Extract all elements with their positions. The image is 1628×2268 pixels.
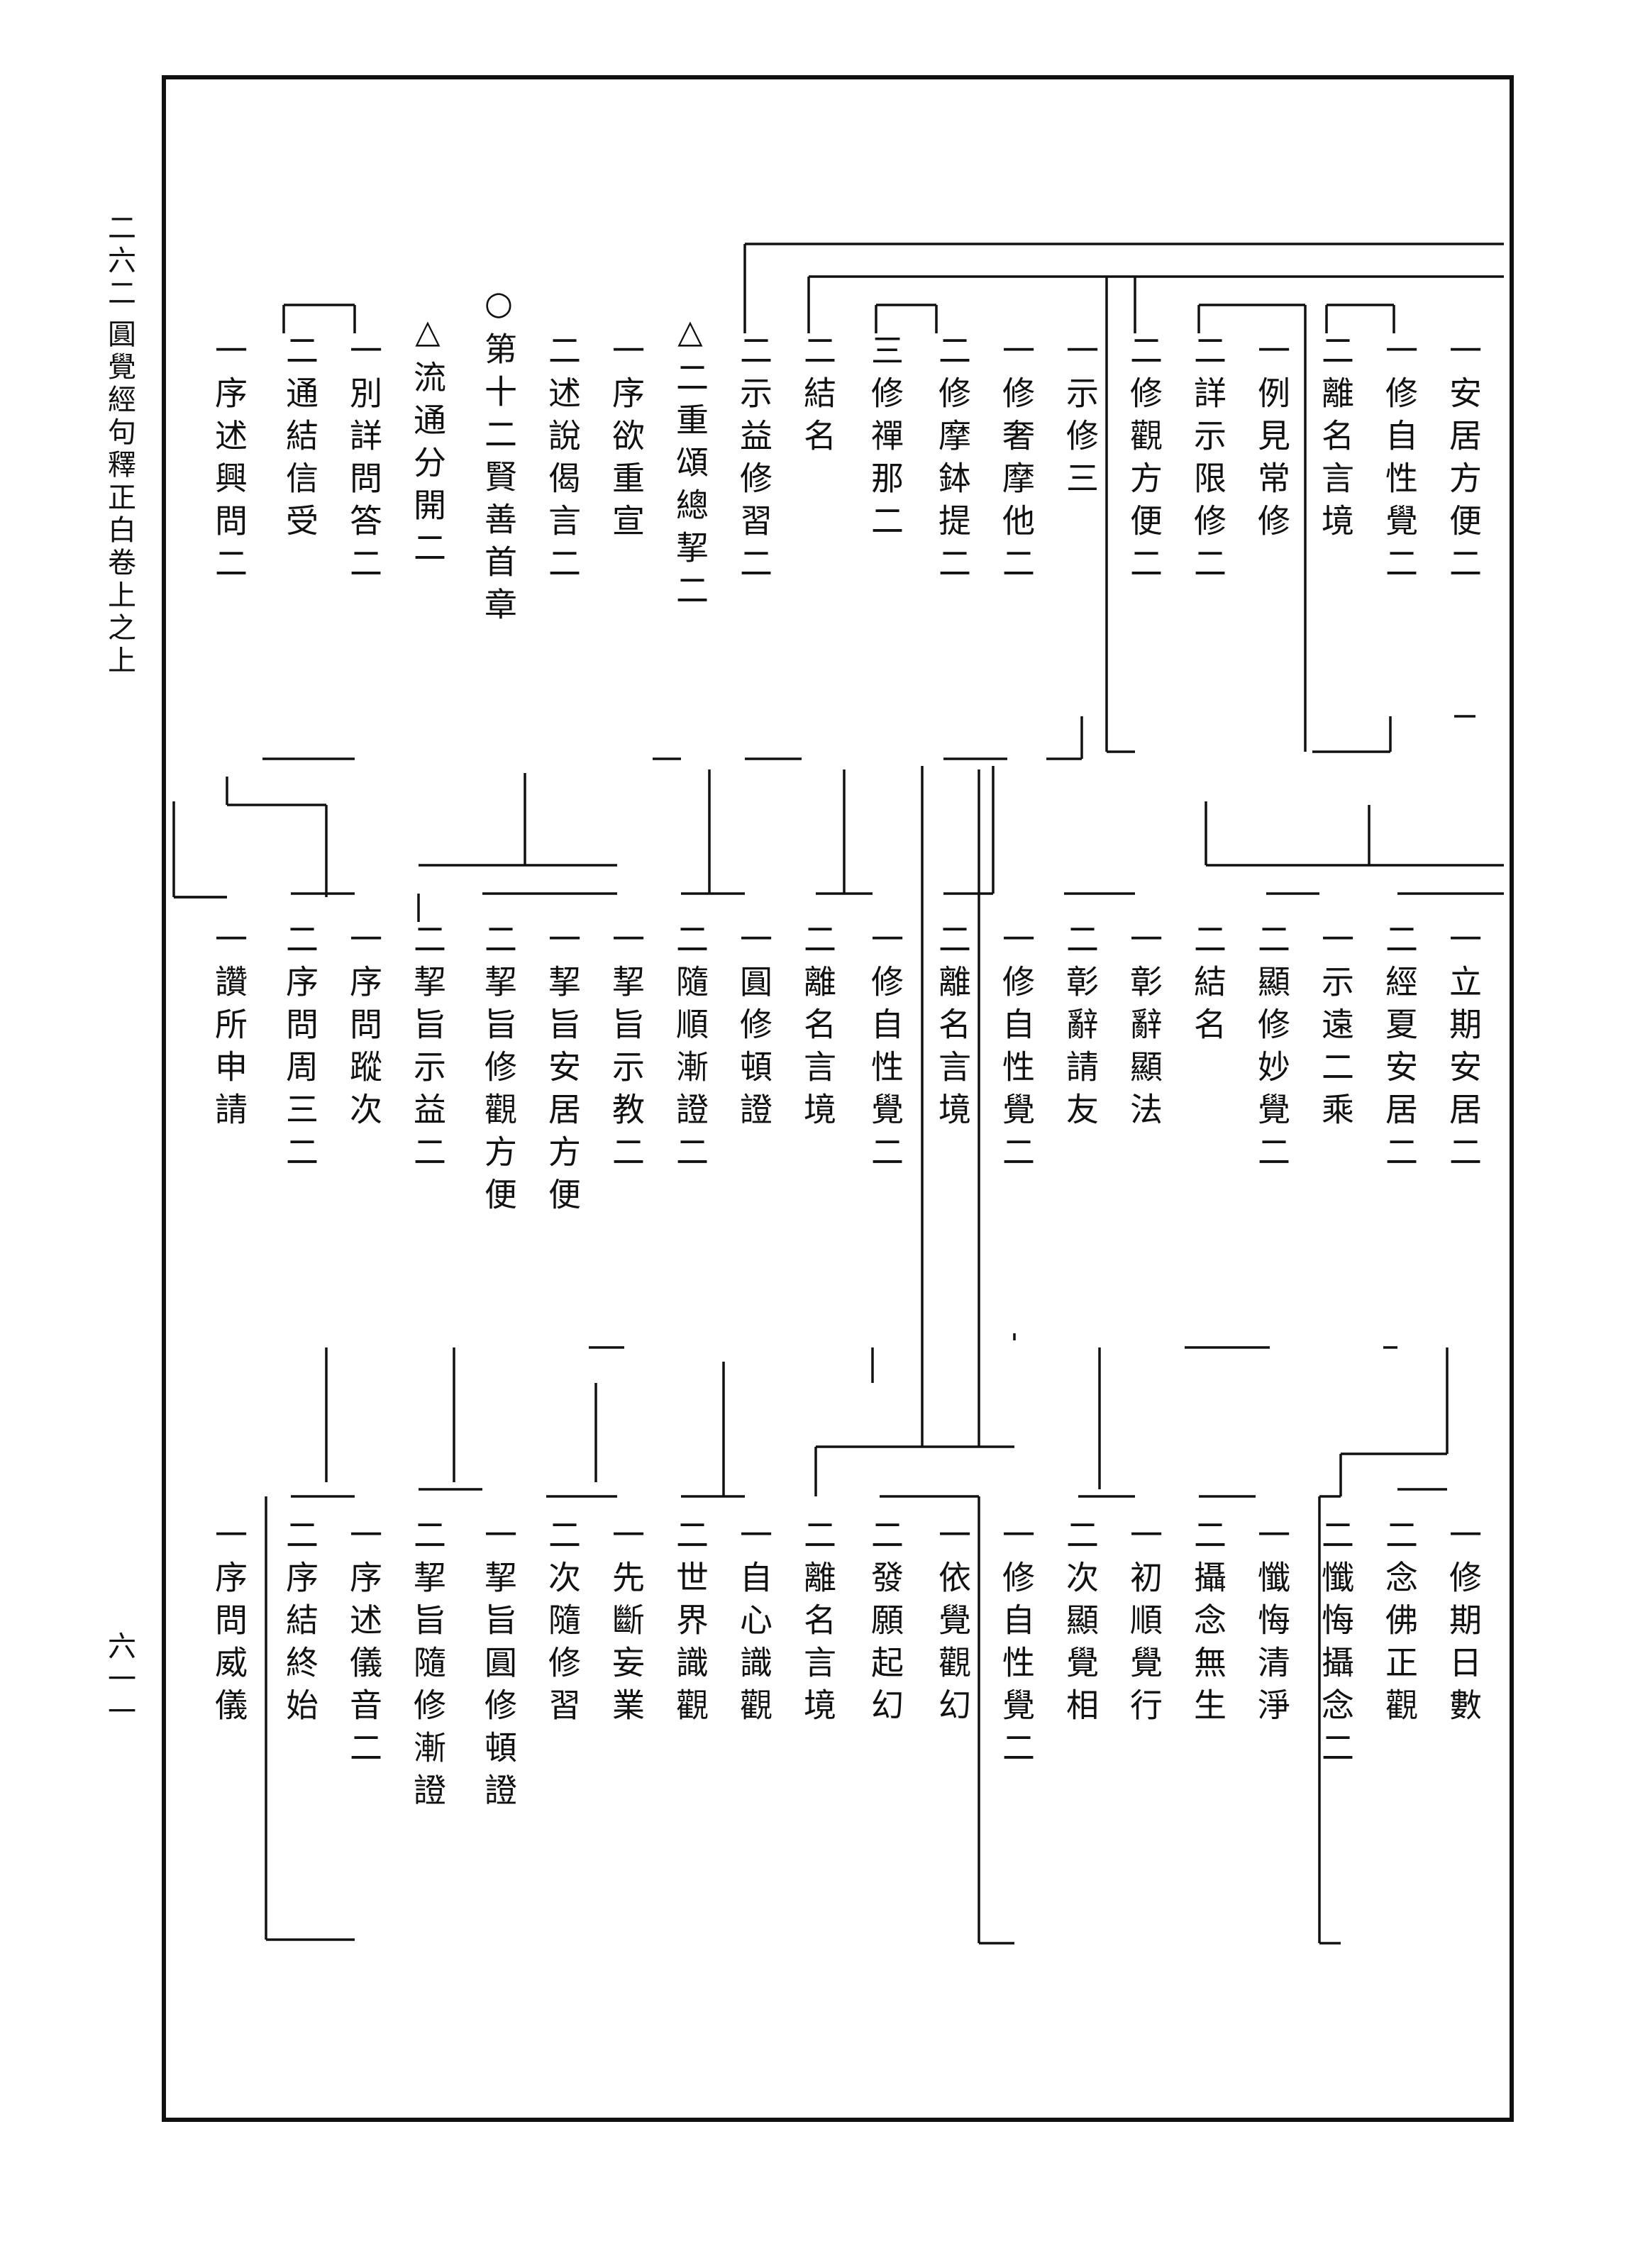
outline-entry: 二顯修妙覺二 bbox=[1253, 922, 1291, 1177]
outline-entry: △流通分開二 bbox=[409, 312, 447, 573]
outline-entry: 一彰辭顯法 bbox=[1125, 922, 1163, 1135]
outline-entry: 一挈旨圓修頓證 bbox=[480, 1518, 518, 1816]
outline-entry: 二經夏安居二 bbox=[1380, 922, 1419, 1177]
outline-entry: 一修自性覺二 bbox=[1380, 333, 1419, 589]
outline-entry: 一安居方便二 bbox=[1444, 333, 1483, 589]
outline-entry: 二懺悔攝念二 bbox=[1317, 1518, 1355, 1773]
outline-entry: 一修奢摩他二 bbox=[997, 333, 1036, 589]
outline-entry: 二修摩鉢提二 bbox=[934, 333, 972, 589]
outline-entry: 二序問周三二 bbox=[281, 922, 319, 1177]
outline-entry: 二詳示限修二 bbox=[1189, 333, 1227, 589]
outline-entry: 二離名言境 bbox=[799, 1518, 837, 1730]
outline-entry: 一示修三 bbox=[1061, 333, 1100, 504]
outline-entry: 二次隨修習 bbox=[543, 1518, 582, 1730]
outline-entry: 一別詳問答二 bbox=[345, 333, 383, 589]
outline-entry: 一示遠二乘 bbox=[1317, 922, 1355, 1135]
outline-entry: 二離名言境 bbox=[934, 922, 972, 1135]
page-number-bottom: 六一一 bbox=[103, 1631, 135, 1729]
outline-entry: 一序述興問二 bbox=[210, 333, 248, 589]
outline-entry: 二修觀方便二 bbox=[1125, 333, 1163, 589]
outline-entry: ○第十二賢善首章 bbox=[480, 284, 518, 630]
outline-entry: 一修自性覺二 bbox=[997, 1518, 1036, 1773]
outline-entry: 一修自性覺二 bbox=[866, 922, 904, 1177]
outline-entry: 一先斷妄業 bbox=[607, 1518, 646, 1730]
outline-entry: 二離名言境 bbox=[1317, 333, 1355, 546]
page-frame bbox=[162, 75, 1514, 2122]
outline-entry: 二隨順漸證二 bbox=[671, 922, 709, 1177]
outline-entry: 二述說偈言二 bbox=[543, 333, 582, 589]
outline-entry: 二離名言境 bbox=[799, 922, 837, 1135]
outline-entry: 二挈旨修觀方便 bbox=[480, 922, 518, 1220]
outline-entry: 一挈旨安居方便 bbox=[543, 922, 582, 1220]
outline-entry: 一圓修頓證 bbox=[735, 922, 773, 1135]
outline-entry: 一序問蹤次 bbox=[345, 922, 383, 1135]
page-number-top: 二六二 bbox=[103, 213, 135, 311]
outline-entry: 二挈旨隨修漸證 bbox=[409, 1518, 447, 1816]
outline-entry: 一挈旨示教二 bbox=[607, 922, 646, 1177]
outline-entry: 一序問威儀 bbox=[210, 1518, 248, 1730]
outline-entry: 一自心識觀 bbox=[735, 1518, 773, 1730]
outline-entry: △二重頌總挈二 bbox=[671, 312, 709, 616]
outline-entry: 二發願起幻 bbox=[866, 1518, 904, 1730]
outline-entry: 三修禪那二 bbox=[866, 333, 904, 546]
book-title: 圓覺經句釋正白卷上之上 bbox=[103, 319, 135, 678]
outline-entry: 二挈旨示益二 bbox=[409, 922, 447, 1177]
outline-entry: 二示益修習二 bbox=[735, 333, 773, 589]
outline-entry: 二攝念無生 bbox=[1189, 1518, 1227, 1730]
outline-entry: 一依覺觀幻 bbox=[934, 1518, 972, 1730]
outline-entry: 一懺悔清淨 bbox=[1253, 1518, 1291, 1730]
outline-entry: 二結名 bbox=[799, 333, 837, 461]
outline-entry: 二彰辭請友 bbox=[1061, 922, 1100, 1135]
outline-entry: 一序欲重宣 bbox=[607, 333, 646, 546]
outline-entry: 二序結終始 bbox=[281, 1518, 319, 1730]
outline-entry: 二結名 bbox=[1189, 922, 1227, 1050]
outline-entry: 二次顯覺相 bbox=[1061, 1518, 1100, 1730]
outline-entry: 一例見常修 bbox=[1253, 333, 1291, 546]
outline-entry: 一序述儀音二 bbox=[345, 1518, 383, 1773]
outline-entry: 二世界識觀 bbox=[671, 1518, 709, 1730]
outline-entry: 一初順覺行 bbox=[1125, 1518, 1163, 1730]
outline-entry: 一讚所申請 bbox=[210, 922, 248, 1135]
outline-entry: 一修自性覺二 bbox=[997, 922, 1036, 1177]
outline-entry: 一立期安居二 bbox=[1444, 922, 1483, 1177]
outline-entry: 二通結信受 bbox=[281, 333, 319, 546]
outline-entry: 一修期日數 bbox=[1444, 1518, 1483, 1730]
outline-entry: 二念佛正觀 bbox=[1380, 1518, 1419, 1730]
